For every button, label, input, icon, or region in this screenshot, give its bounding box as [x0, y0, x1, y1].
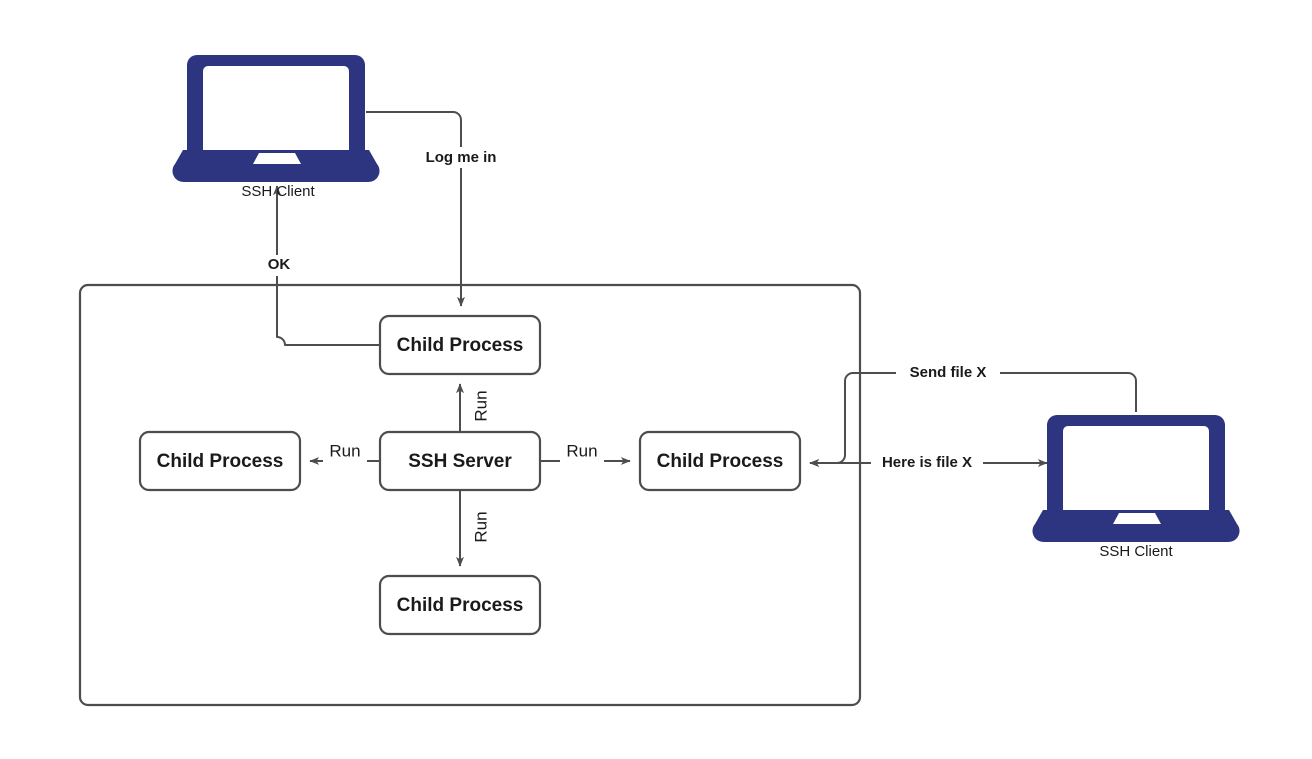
node-child-left-label: Child Process [157, 451, 284, 472]
edge-label-run-right-bg [560, 440, 604, 462]
node-child-left[interactable]: Child Process [138, 430, 302, 492]
edge-label-run-up-text: Run [471, 390, 490, 421]
node-child-bottom[interactable]: Child Process [378, 574, 542, 636]
device-label-client-top: SSH Client [241, 183, 315, 200]
node-child-right[interactable]: Child Process [638, 430, 802, 492]
edge-label-run-up-bg [470, 384, 492, 428]
edge-label-run-down-text: Run [471, 511, 490, 542]
node-child-bottom-label: Child Process [397, 595, 524, 616]
edge-label-run-down-bg [470, 505, 492, 549]
edge-label-log-me-in-bg [409, 147, 497, 168]
edge-line-ok [273, 185, 380, 346]
node-child-left-box[interactable] [138, 430, 302, 492]
edge-label-log-me-in: Log me in [409, 147, 497, 168]
laptop-icon-client-right [1032, 415, 1240, 543]
edge-label-ok-text: OK [268, 256, 291, 273]
node-child-bottom-box[interactable] [378, 574, 542, 636]
edge-label-ok: OK [258, 255, 298, 276]
edge-label-run-right: Run [560, 440, 604, 462]
edge-label-send-file-x-bg [896, 363, 1000, 384]
node-child-top-box[interactable] [378, 314, 542, 376]
edge-label-send-file-x: Send file X [896, 363, 1000, 384]
node-child-right-box[interactable] [638, 430, 802, 492]
edge-label-run-left-bg [323, 440, 367, 462]
edge-line-log-me-in [366, 111, 465, 307]
edge-label-log-me-in-text: Log me in [426, 149, 497, 166]
edge-label-run-left-text: Run [329, 441, 360, 460]
laptop-notch-right [1113, 513, 1161, 524]
edge-label-here-is-file-x: Here is file X [871, 453, 983, 474]
node-child-right-label: Child Process [657, 451, 784, 472]
node-child-top-label: Child Process [397, 335, 524, 356]
node-ssh-server[interactable]: SSH Server [378, 430, 542, 492]
laptop-base-top [172, 150, 380, 183]
node-ssh-server-box[interactable] [378, 430, 542, 492]
node-ssh-server-label: SSH Server [408, 451, 512, 472]
edge-label-run-left: Run [323, 440, 367, 462]
edge-label-here-is-file-x-text: Here is file X [882, 454, 972, 471]
laptop-screen-frame-top [187, 55, 365, 150]
ssh-server-host-container [78, 283, 862, 707]
edge-label-run-right-text: Run [566, 441, 597, 460]
edge-label-run-up: Run [470, 384, 492, 428]
edge-label-run-down: Run [470, 505, 492, 549]
edge-label-ok-bg [258, 255, 298, 276]
edge-label-send-file-x-text: Send file X [910, 364, 987, 381]
laptop-icon-client-top [172, 55, 380, 183]
laptop-screen-frame-right [1047, 415, 1225, 510]
laptop-base-right [1032, 510, 1240, 543]
device-label-client-right: SSH Client [1099, 543, 1173, 560]
edge-label-here-is-file-x-bg [871, 453, 983, 474]
laptop-notch-top [253, 153, 301, 164]
node-child-top[interactable]: Child Process [378, 314, 542, 376]
